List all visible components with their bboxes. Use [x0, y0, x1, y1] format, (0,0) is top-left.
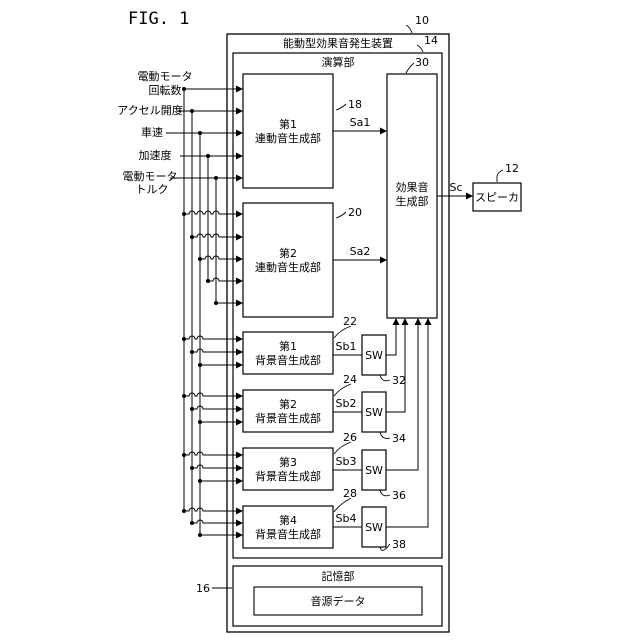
- effect-generator-ref: 30: [415, 56, 429, 69]
- junction-dot: [190, 521, 194, 525]
- input-label-motor-speed-1: 電動モータ: [138, 69, 193, 83]
- device-ref-leader: [406, 25, 412, 33]
- junction-dot: [190, 407, 194, 411]
- computing-unit-ref: 14: [424, 34, 438, 47]
- linked-generator-2-box: [243, 203, 333, 317]
- background-generator-3-ref: 26: [343, 431, 357, 444]
- junction-dot: [182, 212, 186, 216]
- input-label-vehicle-speed: 車速: [141, 125, 163, 139]
- figure-title: FIG. 1: [128, 9, 189, 29]
- effect-generator-line2: 生成部: [396, 194, 429, 208]
- junction-dot: [190, 466, 194, 470]
- background-generator-3-number: 第3: [279, 455, 297, 469]
- background-generator-2-ref: 24: [343, 373, 357, 386]
- background-generator-1-number: 第1: [279, 339, 297, 353]
- background-generator-4-ref-leader: [334, 498, 351, 512]
- linked-generator-2-ref: 20: [348, 206, 362, 219]
- background-generator-4-box: [243, 506, 333, 548]
- storage-ref: 16: [196, 582, 210, 595]
- input-wiring: [166, 87, 242, 537]
- signal-sb4-label: Sb4: [336, 512, 357, 525]
- background-generator-4-name: 背景音生成部: [255, 527, 321, 541]
- junction-dot: [206, 279, 210, 283]
- switch-4-ref: 38: [392, 538, 406, 551]
- switch-3-output-arrow: [386, 319, 418, 470]
- junction-dot: [214, 301, 218, 305]
- switch-3-label: SW: [365, 464, 383, 477]
- signal-sb3-label: Sb3: [336, 455, 357, 468]
- switch-1-label: SW: [365, 349, 383, 362]
- input-label-motor-torque-2: トルク: [136, 183, 169, 196]
- effect-generator-ref-leader: [406, 63, 414, 73]
- junction-dot: [198, 420, 202, 424]
- switch-2-ref: 34: [392, 432, 406, 445]
- input-label-acceleration: 加速度: [139, 148, 172, 162]
- background-generator-1-name: 背景音生成部: [255, 353, 321, 367]
- junction-dot: [182, 337, 186, 341]
- switch-2-label: SW: [365, 406, 383, 419]
- background-generator-2-box: [243, 390, 333, 432]
- junction-dot: [182, 453, 186, 457]
- effect-generator-line1: 効果音: [396, 180, 429, 194]
- device-title: 能動型効果音発生装置: [283, 36, 393, 50]
- input-label-accelerator: アクセル開度: [117, 103, 182, 117]
- background-generator-2-number: 第2: [279, 397, 297, 411]
- junction-dot: [182, 394, 186, 398]
- linked-generator-2-ref-leader: [336, 212, 346, 218]
- sound-source-data-label: 音源データ: [311, 594, 366, 608]
- switch-2-ref-leader: [380, 432, 390, 438]
- background-generator-4-number: 第4: [279, 513, 297, 527]
- signal-sa2-label: Sa2: [350, 245, 371, 258]
- speaker-ref-leader: [497, 170, 503, 182]
- background-generator-3-name: 背景音生成部: [255, 469, 321, 483]
- signal-sc-label: Sc: [449, 181, 462, 194]
- switch-1-output-arrow: [386, 319, 396, 355]
- signal-sb1-label: Sb1: [336, 340, 357, 353]
- junction-dot: [198, 257, 202, 261]
- input-arrow-row: [200, 256, 242, 259]
- junction-dot: [198, 363, 202, 367]
- background-generator-1-ref: 22: [343, 315, 357, 328]
- input-arrow-row: [208, 278, 242, 281]
- junction-dot: [190, 350, 194, 354]
- switch-3-ref-leader: [380, 490, 390, 496]
- junction-dot: [198, 479, 202, 483]
- switch-1-ref-leader: [380, 375, 390, 381]
- linked-generator-2-number: 第2: [279, 246, 297, 260]
- storage-title: 記憶部: [322, 569, 355, 583]
- background-generators: 第1背景音生成部22Sb1SW32第2背景音生成部24Sb2SW34第3背景音生…: [243, 315, 428, 551]
- input-label-motor-torque-1: 電動モータ: [123, 169, 178, 183]
- switch-3-ref: 36: [392, 489, 406, 502]
- junction-dot: [190, 235, 194, 239]
- background-generator-3-box: [243, 448, 333, 490]
- linked-generator-1-ref-leader: [336, 104, 346, 110]
- junction-dot: [182, 509, 186, 513]
- signal-sa1-label: Sa1: [350, 116, 371, 129]
- speaker-ref: 12: [505, 162, 519, 175]
- linked-generator-1-number: 第1: [279, 117, 297, 131]
- linked-generator-1-ref: 18: [348, 98, 362, 111]
- signal-sb2-label: Sb2: [336, 397, 357, 410]
- linked-generator-1-name: 連動音生成部: [255, 131, 321, 145]
- linked-generator-1-box: [243, 74, 333, 188]
- computing-unit-title: 演算部: [322, 55, 355, 69]
- switch-1-ref: 32: [392, 374, 406, 387]
- background-generator-2-name: 背景音生成部: [255, 411, 321, 425]
- background-generator-1-box: [243, 332, 333, 374]
- linked-generator-2-name: 連動音生成部: [255, 260, 321, 274]
- switch-4-label: SW: [365, 521, 383, 534]
- speaker-label: スピーカ: [475, 191, 519, 204]
- device-ref: 10: [415, 14, 429, 27]
- background-generator-4-ref: 28: [343, 487, 357, 500]
- junction-dot: [198, 533, 202, 537]
- computing-unit-ref-leader: [417, 45, 423, 52]
- input-label-motor-speed-2: 回転数: [149, 84, 182, 97]
